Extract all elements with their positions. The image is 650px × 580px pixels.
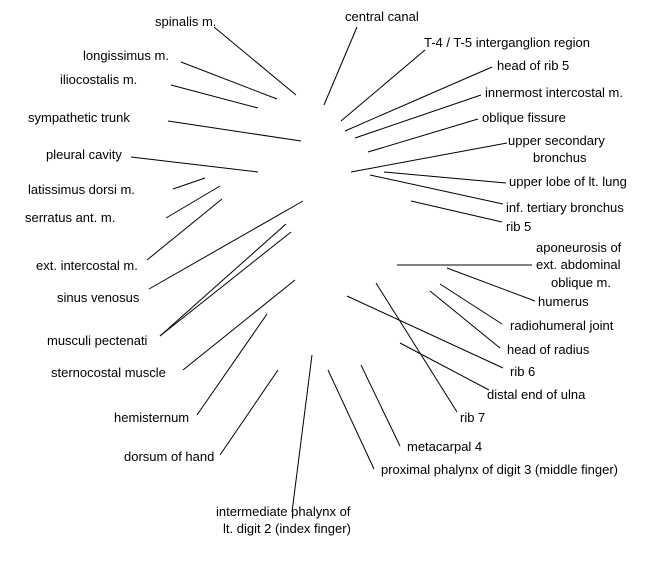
- leader-line-head-of-rib-5: [344, 66, 493, 132]
- leader-line-upper-secondary-bronchus: [350, 142, 508, 173]
- leader-line-musculi-pectenati-upper: [159, 223, 287, 337]
- label-hemisternum: hemisternum: [114, 410, 189, 425]
- label-rib-7: rib 7: [460, 410, 485, 425]
- leader-line-proximal-phalynx: [327, 369, 375, 470]
- label-sinus-venosus: sinus venosus: [57, 290, 140, 305]
- leader-line-radiohumeral-joint: [439, 283, 503, 325]
- leader-line-rib-5: [410, 200, 503, 223]
- label-serratus-ant: serratus ant. m.: [25, 210, 115, 225]
- label-upper-secondary-bronchus-line2: bronchus: [533, 150, 587, 165]
- label-dorsum-of-hand: dorsum of hand: [124, 449, 214, 464]
- label-sternocostal-muscle: sternocostal muscle: [51, 365, 166, 380]
- label-oblique-fissure: oblique fissure: [482, 110, 566, 125]
- label-humerus: humerus: [538, 294, 589, 309]
- label-central-canal: central canal: [345, 9, 419, 24]
- leader-line-rib-6: [346, 295, 504, 369]
- label-iliocostalis: iliocostalis m.: [60, 72, 137, 87]
- label-musculi-pectenati: musculi pectenati: [47, 333, 148, 348]
- leader-line-distal-end-of-ulna: [399, 342, 490, 391]
- leader-line-oblique-fissure: [367, 118, 479, 153]
- label-metacarpal-4: metacarpal 4: [407, 439, 482, 454]
- leader-line-iliocostalis: [170, 84, 259, 109]
- leader-line-longissimus: [180, 61, 278, 100]
- leader-line-sinus-venosus: [148, 200, 304, 290]
- leader-line-metacarpal-4: [360, 364, 401, 447]
- leader-line-t4-t5: [340, 49, 426, 122]
- label-head-of-radius: head of radius: [507, 342, 590, 357]
- label-pleural-cavity: pleural cavity: [46, 147, 122, 162]
- leader-line-upper-lobe-lt-lung: [383, 171, 507, 184]
- leader-line-spinalis: [213, 26, 297, 96]
- leader-line-dorsum-of-hand: [219, 369, 279, 456]
- label-radiohumeral-joint: radiohumeral joint: [510, 318, 614, 333]
- leader-line-ext-intercostal: [146, 198, 223, 261]
- leader-line-humerus: [446, 267, 536, 302]
- labels: spinalis m. central canal T-4 / T-5 inte…: [25, 9, 627, 536]
- leader-line-head-of-radius: [429, 290, 501, 349]
- label-innermost-intercostal: innermost intercostal m.: [485, 85, 623, 100]
- label-upper-secondary-bronchus-line1: upper secondary: [508, 133, 605, 148]
- label-aponeurosis-line3: oblique m.: [551, 275, 611, 290]
- label-intermediate-phalynx-line2: lt. digit 2 (index finger): [223, 521, 351, 536]
- label-intermediate-phalynx-line1: intermediate phalynx of: [216, 504, 351, 519]
- label-spinalis: spinalis m.: [155, 14, 216, 29]
- label-proximal-phalynx: proximal phalynx of digit 3 (middle fing…: [381, 462, 618, 477]
- label-aponeurosis-line1: aponeurosis of: [536, 240, 622, 255]
- leader-lines: [130, 26, 536, 513]
- leader-line-serratus-ant: [165, 185, 221, 219]
- label-distal-end-of-ulna: distal end of ulna: [487, 387, 586, 402]
- leader-line-hemisternum: [196, 313, 268, 416]
- label-latissimus-dorsi: latissimus dorsi m.: [28, 182, 135, 197]
- label-ext-intercostal: ext. intercostal m.: [36, 258, 138, 273]
- leader-line-pleural-cavity: [130, 156, 259, 173]
- label-head-of-rib-5: head of rib 5: [497, 58, 569, 73]
- label-rib-6: rib 6: [510, 364, 535, 379]
- label-aponeurosis-line2: ext. abdominal: [536, 257, 621, 272]
- leader-line-central-canal: [323, 26, 358, 106]
- leader-line-musculi-pectenati-lower: [159, 231, 292, 337]
- leader-line-intermediate-phalynx: [291, 354, 313, 513]
- leader-line-sternocostal-muscle: [182, 279, 296, 371]
- label-rib-5: rib 5: [506, 219, 531, 234]
- label-inf-tertiary-bronchus: inf. tertiary bronchus: [506, 200, 624, 215]
- label-sympathetic-trunk: sympathetic trunk: [28, 110, 130, 125]
- leader-line-innermost-intercostal: [354, 94, 482, 139]
- label-t4-t5-interganglion: T-4 / T-5 interganglion region: [424, 35, 590, 50]
- label-longissimus: longissimus m.: [83, 48, 169, 63]
- leader-line-rib-7: [375, 282, 458, 413]
- label-upper-lobe-lt-lung: upper lobe of lt. lung: [509, 174, 627, 189]
- leader-line-sympathetic-trunk: [167, 120, 302, 142]
- leader-line-latissimus-dorsi: [172, 177, 206, 190]
- leader-line-inf-tertiary-bronchus: [369, 174, 504, 205]
